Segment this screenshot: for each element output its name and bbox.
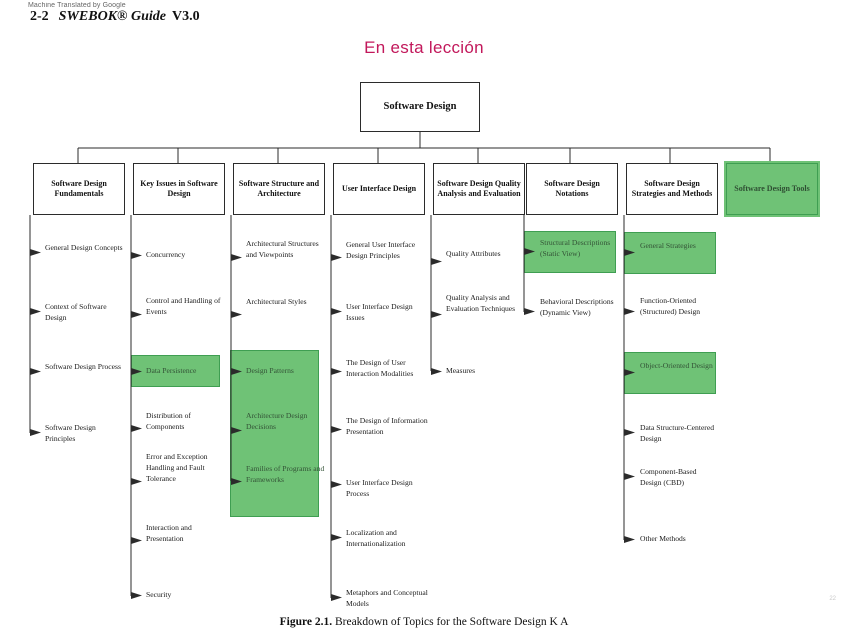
leaf-context-of-software-design[interactable]: Context of Software Design [45, 302, 107, 322]
leaf-function-oriented-structured-design[interactable]: Function-Oriented (Structured) Design [640, 296, 701, 316]
leaf-quality-attributes[interactable]: Quality Attributes [446, 249, 501, 258]
figure-caption-label: Figure 2.1. [279, 616, 333, 628]
leaf-user-interface-design-process[interactable]: User Interface Design Process [346, 478, 413, 498]
running-head: 2-2 SWEBOK® Guide V3.0 [30, 9, 200, 25]
leaf-interaction-and-presentation[interactable]: Interaction and Presentation [146, 523, 192, 543]
leaf-data-persistence[interactable]: Data Persistence [146, 366, 197, 375]
leaf-concurrency[interactable]: Concurrency [146, 250, 186, 259]
leaf-the-design-of-information-presentation[interactable]: The Design of Information Presentation [346, 416, 428, 436]
leaf-object-oriented-design[interactable]: Object-Oriented Design [640, 361, 713, 370]
column-header-software-design-strategies-and-methods[interactable]: Software Design Strategies and Methods [626, 163, 718, 215]
leaf-general-strategies[interactable]: General Strategies [640, 241, 696, 250]
column-header-software-design-fundamentals[interactable]: Software Design Fundamentals [33, 163, 125, 215]
leaf-error-and-exception-handling-and-fault-tolerance[interactable]: Error and Exception Handling and Fault T… [146, 452, 208, 483]
leaf-measures[interactable]: Measures [446, 366, 476, 375]
column-header-software-design-notations[interactable]: Software Design Notations [526, 163, 618, 215]
page-corner-mark: 22 [829, 596, 836, 602]
lesson-title: En esta lección [364, 38, 484, 57]
leaf-quality-analysis-and-evaluation-techniques[interactable]: Quality Analysis and Evaluation Techniqu… [446, 293, 516, 313]
leaf-user-interface-design-issues[interactable]: User Interface Design Issues [346, 302, 413, 322]
highlight-block-object-oriented-design [624, 352, 716, 394]
leaf-architectural-structures-and-viewpoints[interactable]: Architectural Structures and Viewpoints [246, 239, 319, 259]
leaf-general-user-interface-design-principles[interactable]: General User Interface Design Principles [346, 240, 416, 260]
page-number-label: 2-2 [30, 9, 49, 24]
figure-caption-text: Breakdown of Topics for the Software Des… [334, 616, 569, 628]
leaf-localization-and-internationalization[interactable]: Localization and Internationalization [346, 528, 406, 548]
leaf-control-and-handling-of-events[interactable]: Control and Handling of Events [146, 296, 221, 316]
leaf-component-based-design-cbd[interactable]: Component-Based Design (CBD) [640, 467, 697, 487]
leaf-data-structure-centered-design[interactable]: Data Structure-Centered Design [640, 423, 715, 443]
book-version-label: V3.0 [172, 9, 200, 24]
leaf-families-of-programs-and-frameworks[interactable]: Families of Programs and Frameworks [246, 464, 325, 484]
leaf-architecture-design-decisions[interactable]: Architecture Design Decisions [246, 411, 308, 431]
figure-caption: Figure 2.1. Breakdown of Topics for the … [0, 616, 848, 628]
column-header-software-design-tools[interactable]: Software Design Tools [726, 163, 818, 215]
arrow-heads [30, 248, 635, 601]
highlight-block-structure-group [230, 350, 319, 517]
leaf-software-design-process[interactable]: Software Design Process [45, 362, 121, 371]
leaf-other-methods[interactable]: Other Methods [640, 534, 686, 543]
column-header-software-design-quality-analysis-and-evaluation[interactable]: Software Design Quality Analysis and Eva… [433, 163, 525, 215]
leaf-distribution-of-components[interactable]: Distribution of Components [146, 411, 191, 431]
leaf-security[interactable]: Security [146, 590, 172, 599]
leaf-general-design-concepts[interactable]: General Design Concepts [45, 243, 123, 252]
column-header-software-structure-and-architecture[interactable]: Software Structure and Architecture [233, 163, 325, 215]
leaf-structural-descriptions-static-view[interactable]: Structural Descriptions (Static View) [540, 238, 611, 258]
column-header-user-interface-design[interactable]: User Interface Design [333, 163, 425, 215]
leaf-metaphors-and-conceptual-models[interactable]: Metaphors and Conceptual Models [346, 588, 428, 608]
machine-translation-watermark: Machine Translated by Google [28, 2, 126, 9]
leaf-architectural-styles[interactable]: Architectural Styles [246, 297, 307, 306]
leaf-the-design-of-user-interaction-modalities[interactable]: The Design of User Interaction Modalitie… [346, 358, 414, 378]
root-node-software-design[interactable]: Software Design [360, 82, 480, 132]
column-header-key-issues-in-software-design[interactable]: Key Issues in Software Design [133, 163, 225, 215]
leaf-software-design-principles[interactable]: Software Design Principles [45, 423, 96, 443]
highlight-block-structural-descriptions [524, 231, 616, 273]
leaf-behavioral-descriptions-dynamic-view[interactable]: Behavioral Descriptions (Dynamic View) [540, 297, 614, 317]
leaf-design-patterns[interactable]: Design Patterns [246, 366, 294, 375]
book-title-label: SWEBOK® Guide [58, 9, 166, 24]
highlight-block-general-strategies [624, 232, 716, 274]
